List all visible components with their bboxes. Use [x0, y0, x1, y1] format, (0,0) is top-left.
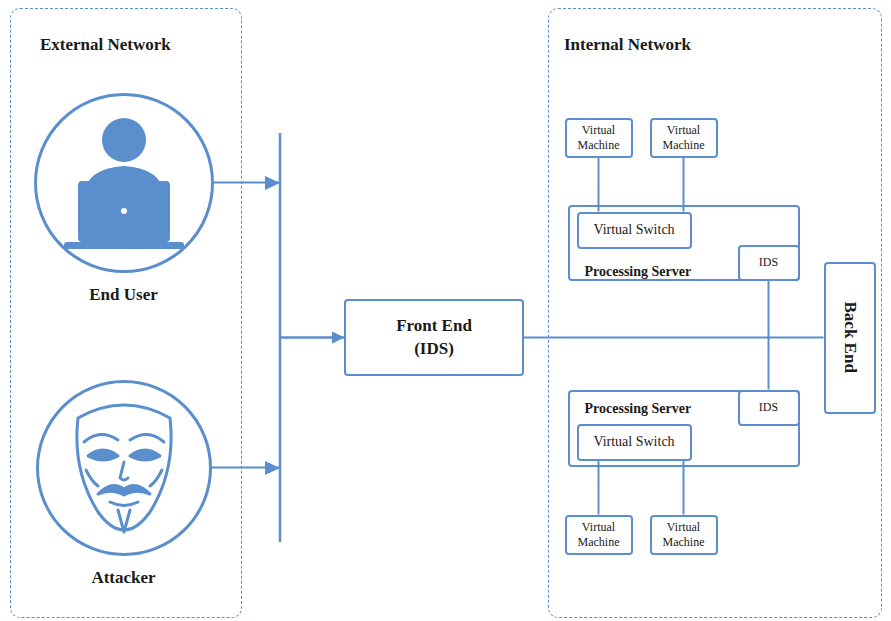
- node-label: Virtual Machine: [652, 520, 716, 549]
- node-label: Virtual Machine: [567, 123, 631, 152]
- vm-box: Virtual Machine: [565, 515, 633, 555]
- user-icon: [64, 118, 184, 249]
- node-label: Back End: [839, 302, 859, 373]
- mask-cheek: [150, 470, 162, 486]
- mask-eye: [130, 450, 160, 460]
- vm-box: Virtual Machine: [565, 118, 633, 158]
- node-label: Internal Network: [564, 35, 691, 55]
- connector: [768, 281, 770, 390]
- vm-box: Virtual Machine: [650, 515, 718, 555]
- laptop-logo: [121, 208, 127, 214]
- actor-circle: End User: [34, 93, 214, 273]
- connector: [524, 337, 824, 339]
- connector: [683, 158, 685, 212]
- node-label: IDS: [759, 400, 778, 414]
- user-head: [102, 118, 146, 162]
- connector: [212, 338, 345, 468]
- node-label: Virtual Switch: [593, 434, 674, 451]
- node-label: IDS: [759, 255, 778, 269]
- mask-cheek: [86, 470, 98, 486]
- switch-box: Virtual Switch: [577, 212, 692, 249]
- actor-circle: Attacker: [36, 380, 212, 556]
- mask-nose: [120, 462, 128, 480]
- node-label: Virtual Machine: [652, 123, 716, 152]
- circle-outline: [37, 381, 210, 554]
- mask-mustache: [98, 485, 150, 495]
- back-end-box: Back End: [824, 262, 876, 414]
- connector: [598, 158, 600, 212]
- node-label: External Network: [40, 35, 171, 55]
- server-box: Processing Server Virtual SwitchIDS: [568, 205, 800, 281]
- mask-mouth: [110, 502, 138, 506]
- circle-outline: [35, 94, 212, 271]
- node-label: Processing Server: [585, 401, 692, 418]
- network-zone: External NetworkEnd UserAttacker: [10, 8, 242, 618]
- mask-goatee: [118, 510, 130, 532]
- mask-eye: [88, 450, 118, 460]
- node-label: Attacker: [36, 568, 212, 588]
- laptop-screen: [78, 181, 170, 242]
- laptop-base: [64, 242, 184, 249]
- server-box: Processing ServerVirtual Switch IDS: [568, 390, 800, 467]
- node-label: Processing Server: [585, 264, 692, 281]
- connector: [598, 461, 600, 515]
- node-label: Front End (IDS): [384, 315, 484, 361]
- mask-icon: [77, 405, 171, 532]
- ids-box: IDS: [738, 390, 800, 426]
- mask-brow: [84, 434, 118, 442]
- mask-brow: [130, 434, 164, 442]
- node-label: Virtual Machine: [567, 520, 631, 549]
- node-label: Virtual Switch: [593, 222, 674, 239]
- network-zone: Internal NetworkVirtual MachineVirtual M…: [548, 8, 882, 618]
- mask-face: [77, 405, 171, 530]
- connector: [214, 183, 345, 338]
- node-label: End User: [34, 285, 214, 305]
- circle-outline: [34, 93, 214, 273]
- connector: [683, 461, 685, 515]
- front-end-box: Front End (IDS): [344, 299, 524, 376]
- circle-outline: [36, 380, 212, 556]
- vm-box: Virtual Machine: [650, 118, 718, 158]
- switch-box: Virtual Switch: [577, 424, 692, 461]
- ids-box: IDS: [738, 245, 800, 281]
